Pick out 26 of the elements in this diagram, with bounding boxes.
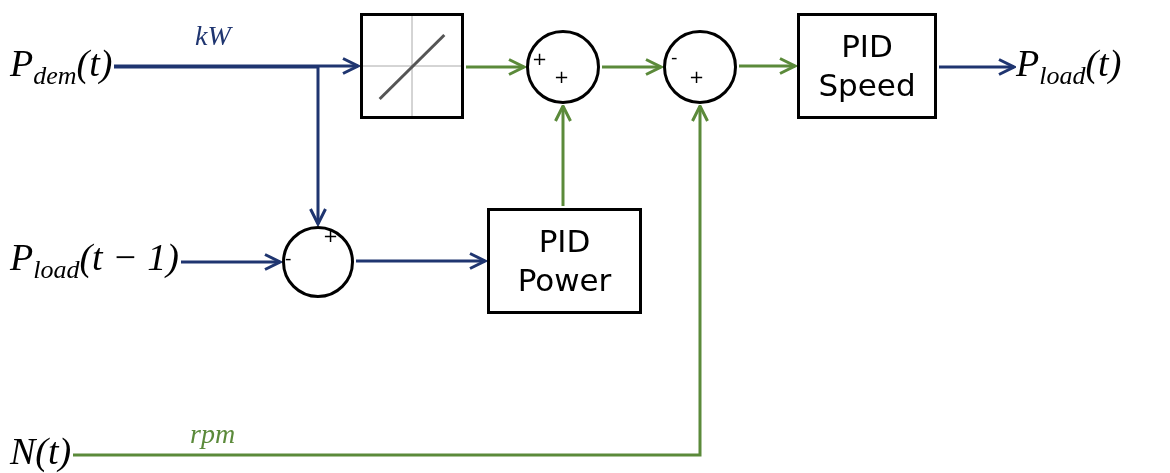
- arrow: [554, 104, 572, 206]
- arrow: [181, 253, 282, 271]
- pid-block: [487, 208, 642, 314]
- arrow: [466, 58, 526, 76]
- edge-label: rpm: [190, 420, 236, 448]
- block-label: PID Speed: [817, 27, 917, 105]
- arrow: [602, 58, 663, 76]
- arrow: [939, 58, 1016, 76]
- signal-label: P$_{load}$(t): [1016, 44, 1122, 89]
- sign-symbol: -: [671, 48, 678, 66]
- arrow: [739, 57, 797, 75]
- signal-label: P$_{dem}$(t): [10, 44, 113, 89]
- sign-symbol: +: [689, 68, 705, 86]
- sign-symbol: +: [323, 227, 339, 245]
- edge-label: kW: [195, 22, 231, 50]
- sign-symbol: +: [554, 68, 570, 86]
- arrow: [356, 252, 487, 270]
- sign-symbol: +: [532, 50, 548, 68]
- arrow: [73, 104, 709, 457]
- signal-label: P$_{load}$(t − 1): [10, 238, 179, 283]
- arrow: [114, 57, 360, 75]
- sign-symbol: -: [285, 249, 292, 267]
- signal-label: N(t): [10, 432, 72, 470]
- arrow: [114, 65, 327, 226]
- block-label: PID Power: [516, 222, 613, 300]
- pid-block: [797, 13, 937, 119]
